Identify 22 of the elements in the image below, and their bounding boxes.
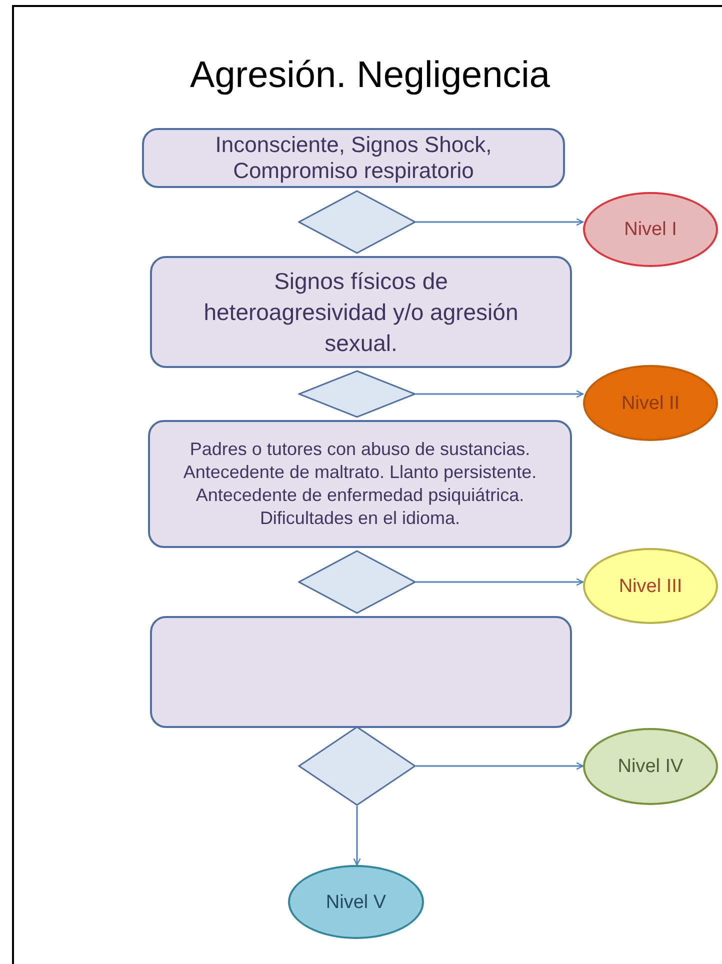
process-box <box>150 256 572 368</box>
decision-diamond <box>298 370 416 418</box>
node-text: Nivel I <box>624 218 677 241</box>
decision-diamond <box>298 190 416 254</box>
node-text: Nivel II <box>621 392 680 414</box>
process-box <box>150 616 572 728</box>
process-box <box>142 128 565 188</box>
node-text: Signos físicos de heteroagresividad y/o agresión sexual. <box>202 266 520 358</box>
diagram-title: Agresión. Negligencia <box>189 53 551 97</box>
process-box <box>148 420 572 548</box>
node-text: Nivel IV <box>618 755 684 778</box>
node-text: Inconsciente, Signos Shock, Compromiso respiratorio <box>214 132 493 184</box>
arrow <box>416 578 584 586</box>
node-text: Nivel III <box>618 574 682 598</box>
decision-diamond <box>298 550 416 614</box>
arrow <box>416 218 584 226</box>
arrow <box>416 390 584 398</box>
arrow <box>416 762 584 770</box>
decision-diamond <box>298 726 416 806</box>
node-text: Padres o tutores con abuso de sustancias. Antecedente de maltrato. Llanto persistente. Antecedente de enfermedad psiquiátrica. Dificultades en el idioma. <box>182 438 538 530</box>
node-text: Nivel V <box>326 890 386 914</box>
arrow <box>353 806 361 866</box>
